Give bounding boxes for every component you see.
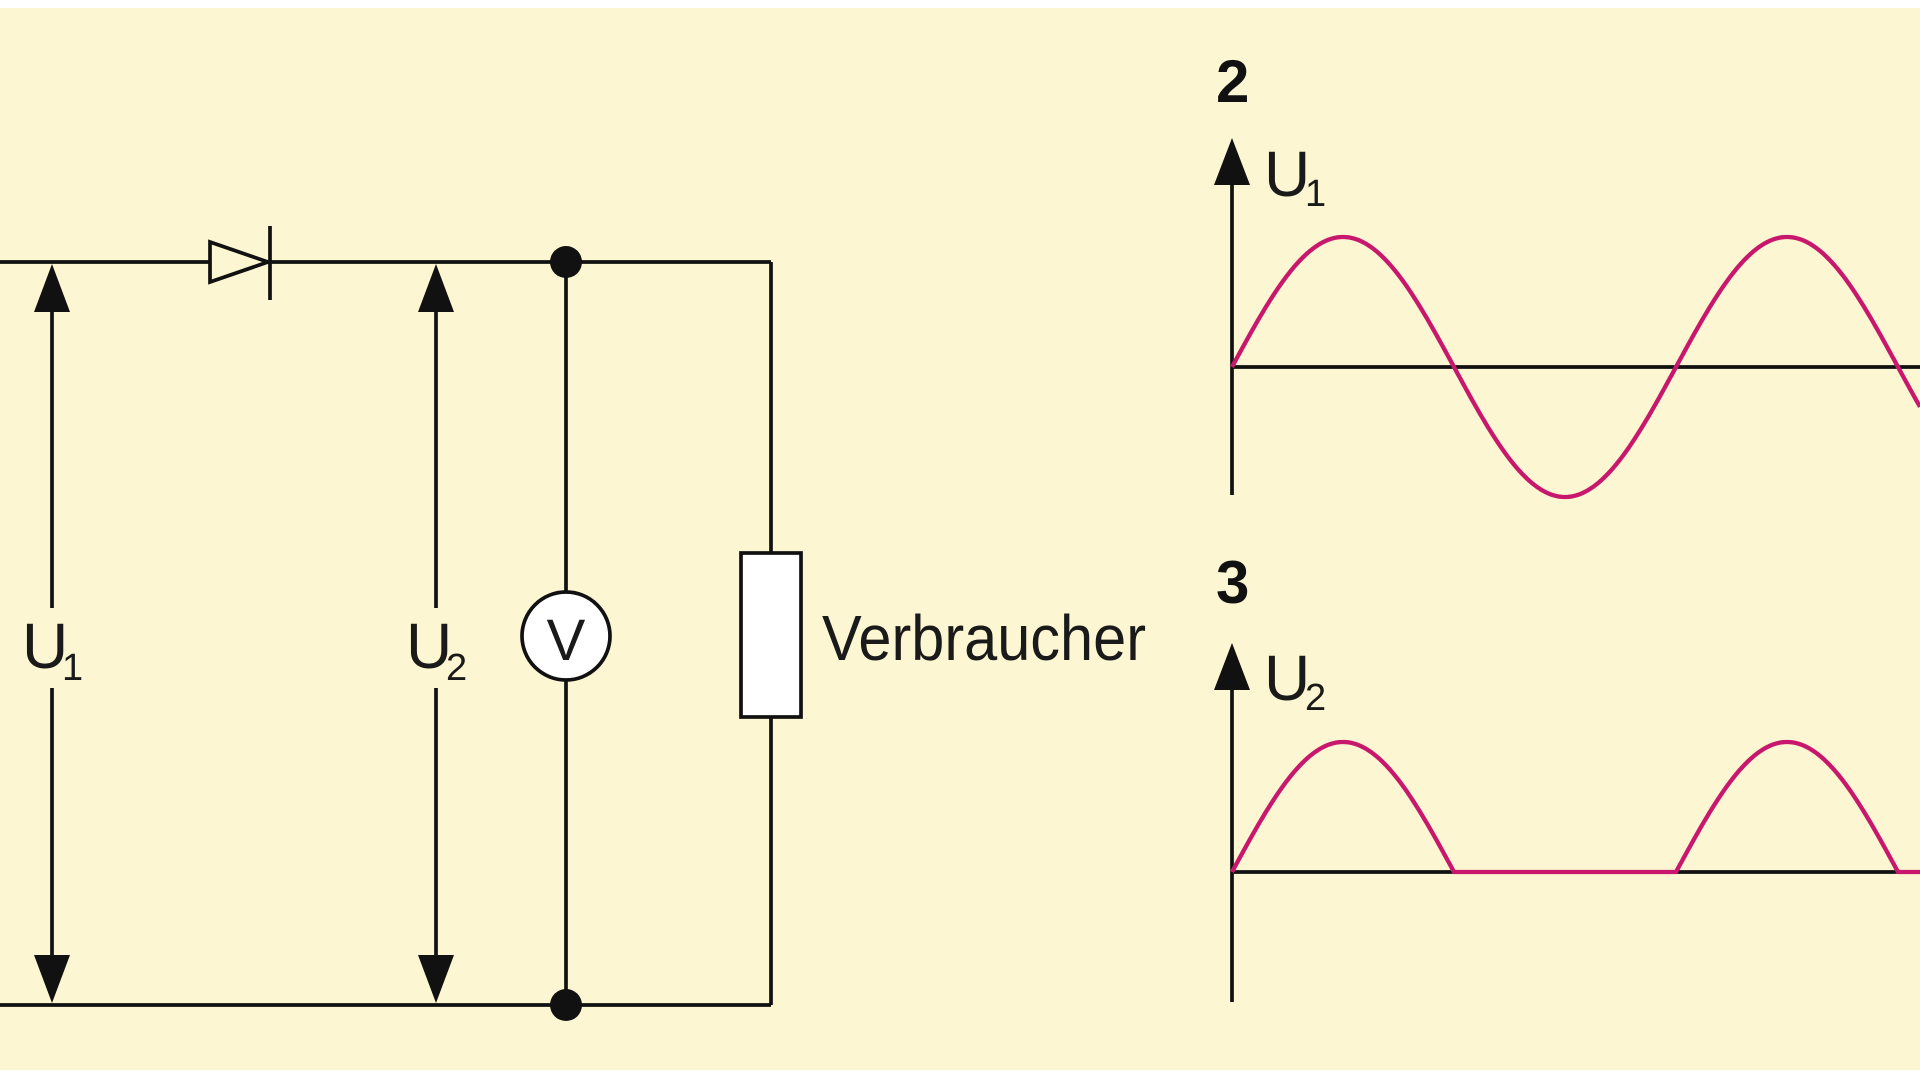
u1-label: U: [22, 610, 68, 682]
graph-number: 2: [1216, 48, 1249, 115]
u2-subscript: 2: [446, 647, 467, 689]
rectifier-circuit: V U 1 U 2 Verbraucher: [0, 226, 1146, 1021]
axis-label: U: [1264, 138, 1310, 210]
axis-subscript: 2: [1305, 677, 1326, 719]
y-axis-arrow-icon: [1214, 643, 1250, 690]
axis-label: U: [1264, 642, 1310, 714]
voltmeter-symbol: V: [547, 608, 586, 673]
graph-number: 3: [1216, 549, 1249, 616]
u1-subscript: 1: [62, 647, 83, 689]
u2-label: U: [406, 610, 452, 682]
u1-waveform: [1230, 234, 1920, 500]
u2-waveform: [1230, 739, 1920, 875]
background: [0, 8, 1920, 1070]
load-label: Verbraucher: [822, 602, 1146, 674]
y-axis-arrow-icon: [1214, 138, 1250, 185]
graph-u1: 2 U 1: [1214, 48, 1920, 500]
load-resistor: [739, 551, 803, 719]
graph-u2: 3 U 2: [1214, 549, 1920, 1002]
junction-top: [550, 246, 582, 278]
junction-bottom: [550, 989, 582, 1021]
axis-subscript: 1: [1305, 173, 1326, 215]
